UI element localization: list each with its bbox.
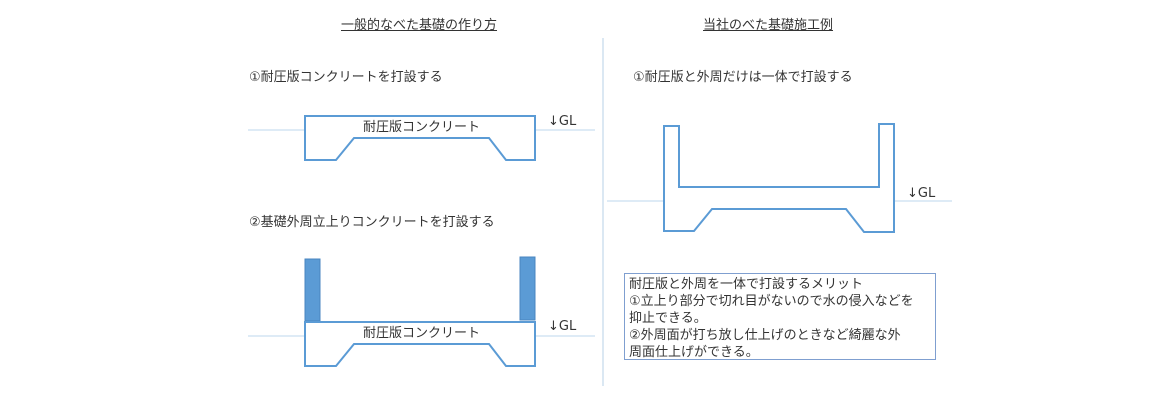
merit-box: 耐圧版と外周を一体で打設するメリット ①立上り部分で切れ目がないので水の侵入など… xyxy=(624,273,936,360)
gl-label-1: ↓GL xyxy=(548,114,577,129)
merit-line: ①立上り部分で切れ目がないので水の侵入などを xyxy=(629,294,914,309)
left-step-2: ②基礎外周立上りコンクリートを打設する xyxy=(249,215,495,230)
left-title: 一般的なべた基礎の作り方 xyxy=(341,18,498,33)
perimeter-wall-right xyxy=(519,256,536,321)
slab-label-1: 耐圧版コンクリート xyxy=(363,120,481,135)
right-title: 当社のべた基礎施工例 xyxy=(703,18,834,33)
integrated-foundation-outline xyxy=(663,123,895,233)
slab-outline-1 xyxy=(304,115,536,161)
merit-line: ②外周面が打ち放し仕上げのときなど綺麗な外 xyxy=(629,328,901,343)
merit-line: 周面仕上げができる。 xyxy=(629,345,759,360)
slab-outline-2 xyxy=(304,321,536,367)
merit-line: 抑止できる。 xyxy=(629,311,707,326)
perimeter-wall-left xyxy=(304,258,321,322)
left-step-1: ①耐圧版コンクリートを打設する xyxy=(249,70,443,85)
gl-label-2: ↓GL xyxy=(548,319,577,334)
slab-label-2: 耐圧版コンクリート xyxy=(363,326,481,341)
right-step-1: ①耐圧版と外周だけは一体で打設する xyxy=(633,70,853,85)
merit-heading: 耐圧版と外周を一体で打設するメリット xyxy=(629,277,864,292)
gl-label-3: ↓GL xyxy=(907,186,936,201)
